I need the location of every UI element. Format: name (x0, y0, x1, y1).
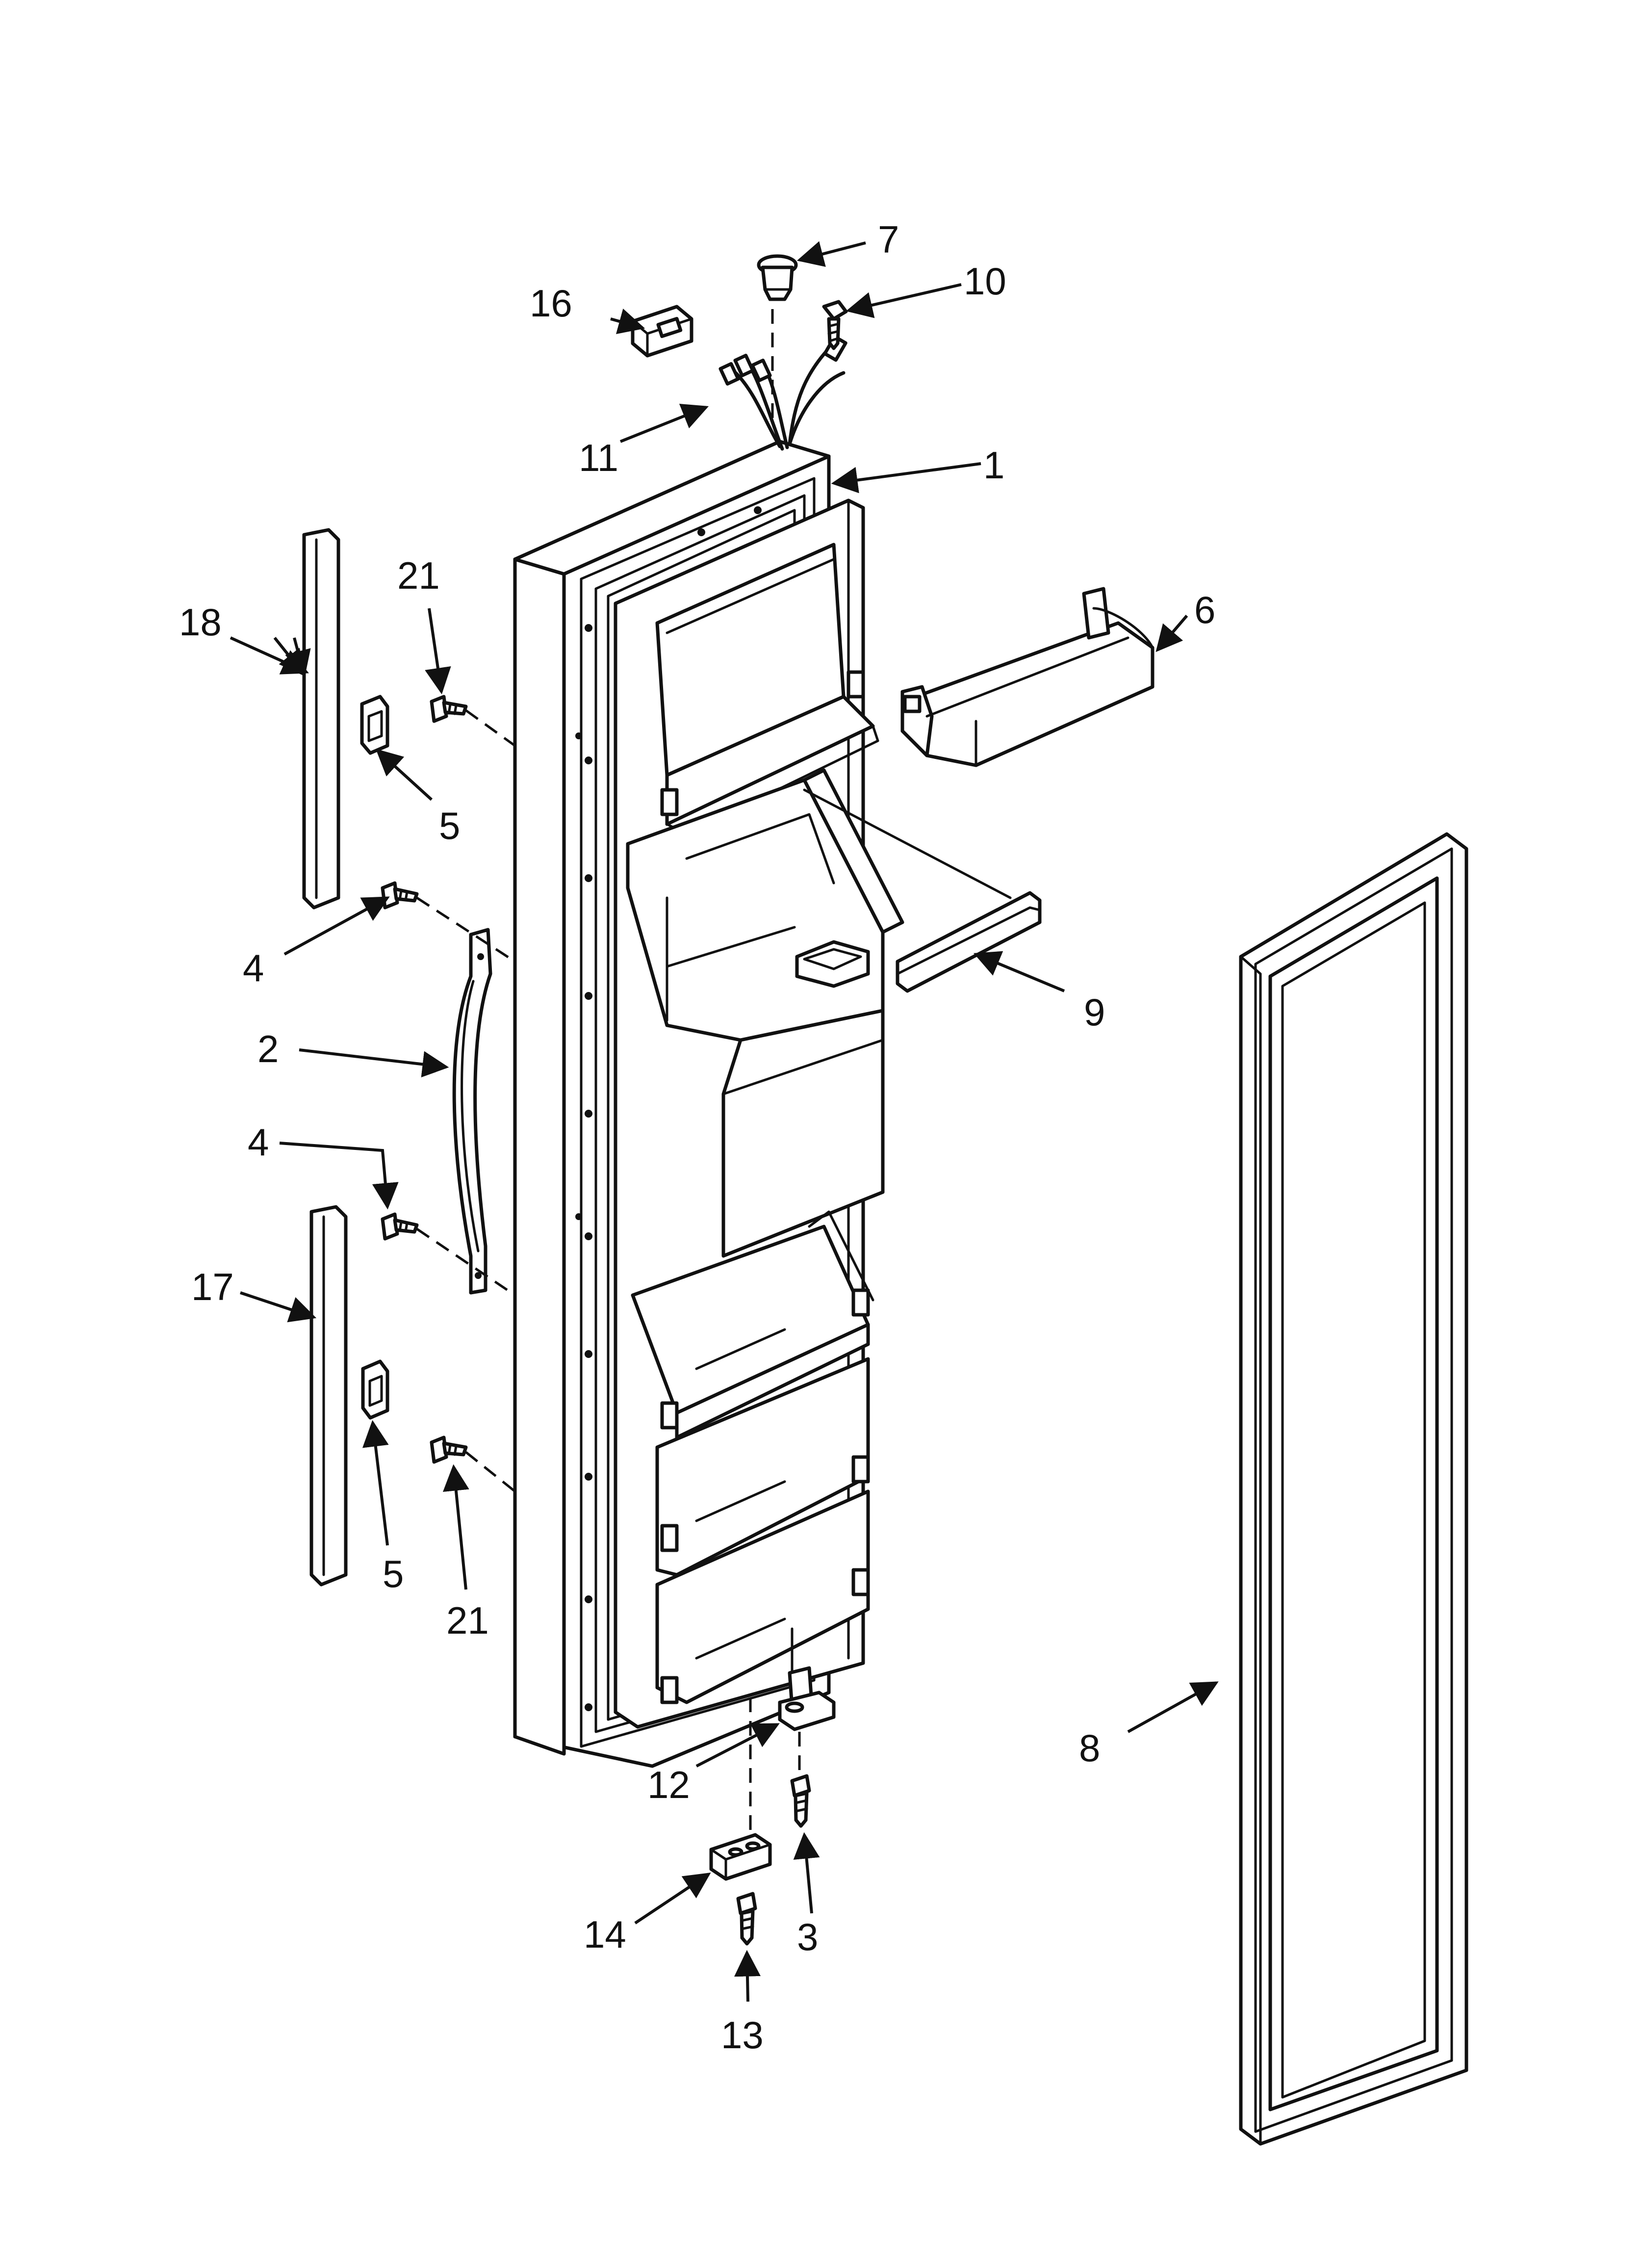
callout-14: 14 (584, 1913, 626, 1956)
callout-9: 9 (1084, 991, 1105, 1034)
callout-2: 2 (257, 1027, 279, 1070)
lower-shelves (631, 1210, 874, 1704)
callout-5-lower: 5 (383, 1552, 404, 1595)
dispenser-housing (626, 768, 904, 1258)
callout-labels: 1 2 3 4 4 5 5 6 7 8 9 10 11 12 13 14 16 … (179, 218, 1215, 2057)
screw-21-lower (430, 1435, 516, 1492)
callout-12: 12 (647, 1763, 690, 1806)
callout-21-upper: 21 (397, 554, 440, 597)
hinge-pin (778, 1627, 836, 1776)
leader-lines (230, 241, 1219, 2002)
callout-7: 7 (878, 218, 899, 261)
callout-4-upper: 4 (243, 946, 264, 990)
door-gasket (1239, 832, 1468, 2146)
shelf-rail (803, 788, 1042, 993)
wire-harness (718, 309, 847, 451)
trim-strip-17 (309, 1205, 348, 1587)
screw-10 (822, 300, 848, 350)
screw-4-lower (381, 1212, 516, 1297)
callout-5-upper: 5 (439, 804, 460, 847)
callout-11: 11 (579, 436, 618, 479)
callout-1: 1 (983, 443, 1004, 487)
clip-upper (360, 695, 389, 755)
hinge-screw-3 (790, 1774, 811, 1828)
screw-21-upper (430, 695, 516, 747)
callout-10: 10 (964, 260, 1006, 303)
screw-holes (575, 506, 762, 1711)
screw-4-upper (381, 881, 516, 963)
callout-4-lower: 4 (248, 1121, 269, 1164)
callout-17: 17 (191, 1265, 234, 1308)
hinge-bushing-14 (709, 1697, 772, 1881)
callout-16: 16 (530, 282, 572, 325)
callout-3: 3 (797, 1915, 818, 1958)
callout-8: 8 (1079, 1726, 1100, 1770)
callout-18: 18 (179, 600, 222, 644)
trim-strip-18 (302, 528, 340, 910)
callout-21-lower: 21 (446, 1599, 489, 1642)
light-switch (757, 254, 798, 301)
clip-lower (361, 1359, 389, 1420)
door-bin (900, 587, 1155, 767)
door-handle (452, 928, 492, 1295)
hinge-screw-13 (736, 1892, 757, 1946)
connector-plug (631, 305, 693, 358)
callout-6: 6 (1194, 588, 1215, 631)
callout-13: 13 (721, 2013, 764, 2057)
door-assembly (513, 440, 904, 1768)
